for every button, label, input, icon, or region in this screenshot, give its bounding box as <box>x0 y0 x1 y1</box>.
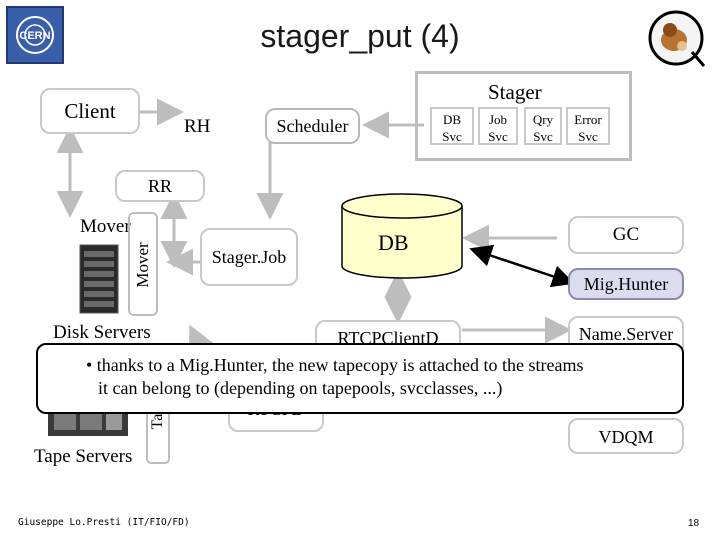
callout-line-1: • thanks to a Mig.Hunter, the new tapeco… <box>86 355 584 375</box>
error-svc: Error Svc <box>566 107 610 145</box>
gc-label: GC <box>612 224 640 245</box>
error-svc-line1: Error <box>574 112 602 127</box>
disk-servers-label: Disk Servers <box>53 322 151 343</box>
job-svc: Job Svc <box>478 107 518 145</box>
name-server-label: Name.Server <box>578 324 674 344</box>
rh-label: RH <box>184 116 211 137</box>
stager-label: Stager <box>488 80 542 104</box>
db-svc-line2: Svc <box>442 129 462 144</box>
tape-servers-label: Tape Servers <box>34 446 133 467</box>
arrow-mighunter-db <box>469 244 575 288</box>
job-svc-line1: Job <box>488 112 508 127</box>
db-svc: DB Svc <box>430 107 474 145</box>
error-svc-line2: Svc <box>578 129 598 144</box>
callout-line-2: it can belong to (depending on tapepools… <box>98 378 503 398</box>
rr-box: RR <box>115 170 205 202</box>
explanation-callout: • thanks to a Mig.Hunter, the new tapeco… <box>36 343 684 414</box>
db-svc-line1: DB <box>442 112 462 127</box>
scheduler-box: Scheduler <box>265 108 360 144</box>
stager-job-label: Stager.Job <box>211 246 287 267</box>
scheduler-label: Scheduler <box>276 115 349 136</box>
db-cylinder <box>341 193 463 279</box>
mig-hunter-label: Mig.Hunter <box>583 273 669 294</box>
client-box: Client <box>40 88 140 134</box>
qry-svc: Qry Svc <box>524 107 562 145</box>
mig-hunter-box: Mig.Hunter <box>568 268 684 300</box>
stager-job-box: Stager.Job <box>200 228 298 286</box>
vdqm-label: VDQM <box>598 427 654 447</box>
vdqm-box: VDQM <box>568 418 684 454</box>
svg-text:CERN: CERN <box>19 30 50 42</box>
mover-label: Mover <box>80 216 131 237</box>
mover-vertical-box <box>128 212 158 316</box>
page-title: stager_put (4) <box>260 18 460 54</box>
mover-vertical-label: Mover <box>133 242 152 288</box>
castor-logo-icon <box>646 8 706 68</box>
disk-server-icon <box>74 243 124 315</box>
cern-logo: CERN <box>6 6 64 64</box>
page-number: 18 <box>688 518 700 529</box>
stager-frame <box>415 71 632 161</box>
qry-svc-line2: Svc <box>533 129 553 144</box>
qry-svc-line1: Qry <box>532 112 554 127</box>
job-svc-line2: Svc <box>488 129 508 144</box>
rr-label: RR <box>147 175 172 196</box>
client-label: Client <box>64 98 116 123</box>
gc-box: GC <box>568 216 684 254</box>
footer-author: Giuseppe Lo.Presti (IT/FIO/FD) <box>18 517 190 528</box>
db-label: DB <box>378 230 409 255</box>
